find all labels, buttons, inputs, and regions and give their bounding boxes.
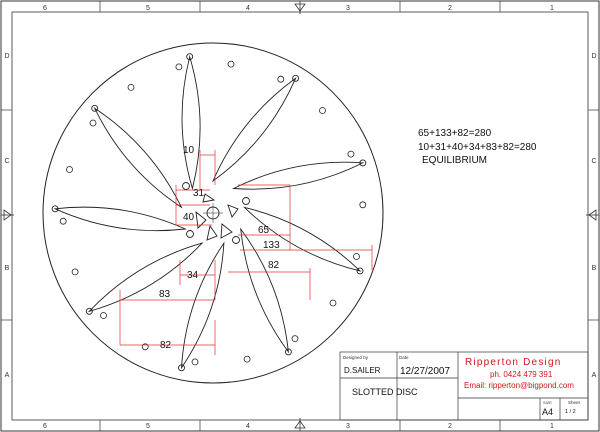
slot-tip-hole [178,364,185,372]
dim-label-65: 65 [258,225,270,236]
company-name: Ripperton Design [465,357,561,368]
rim-hole [291,335,299,343]
hub-cutout [206,224,218,241]
slot-tip-hole [91,104,99,112]
slot-tip-hole [85,307,93,315]
hub [182,182,250,244]
rim-hole [175,63,183,71]
col-label-4-bottom: 4 [246,423,250,430]
row-label-a-left: A [5,372,10,379]
col-label-2-bottom: 2 [448,423,452,430]
row-label-d-right: D [591,53,596,60]
row-label-d-left: D [4,53,9,60]
rim-hole [100,312,107,319]
slot-tip-hole [186,53,194,61]
slot-cutout [53,206,187,232]
row-label-a-right: A [592,372,597,379]
slot-tip-hole [292,74,300,82]
rim-hole [191,358,199,366]
slot-cutout [243,206,362,272]
slot-cutout [231,161,365,190]
rim-hole [243,355,251,363]
zone-labels: 6 5 4 3 2 1 6 5 4 3 2 1 D C B A D C B A [4,5,596,430]
note-line-1: 65+133+82=280 [418,128,492,139]
size-label: SIZE [543,400,552,405]
col-label-2-top: 2 [448,5,452,12]
disc-outline [42,42,384,384]
rim-hole [227,60,235,68]
company-email: Email: ripperton@bigpond.com [464,381,574,390]
drawing-title: SLOTTED DISC [352,387,418,397]
sheet-value: 1 / 2 [565,409,576,415]
date-label: Date [399,355,409,360]
dim-label-133: 133 [263,240,280,251]
slots-group [51,53,367,372]
dim-label-83: 83 [159,289,171,300]
dimension-lines [119,150,373,355]
note-line-2: 10+31+40+34+83+82=280 [418,142,537,153]
dim-label-10: 10 [183,145,195,156]
rim-hole [71,268,79,276]
dim-label-82-right: 82 [268,260,280,271]
hub-cutout [227,204,239,218]
rim-hole [359,201,367,209]
col-label-6-bottom: 6 [43,423,47,430]
col-label-5-bottom: 5 [146,423,150,430]
title-block [339,351,589,421]
dim-label-34: 34 [187,270,199,281]
col-label-4-top: 4 [246,5,250,12]
rim-holes-group [59,60,367,366]
col-label-5-top: 5 [146,5,150,12]
row-label-b-right: B [592,265,597,272]
hub-cutout [202,193,216,203]
rim-hole [319,107,326,114]
slot-cutout [181,54,201,191]
hub-cutout [195,210,207,229]
rim-hole [141,343,149,351]
designed-by-value: D.SAILER [344,366,381,375]
row-label-c-right: C [591,158,596,165]
slot-tip-hole [284,348,292,356]
dim-label-40: 40 [183,212,195,223]
rim-hole [329,299,337,307]
designed-by-label: Designed by [343,355,369,360]
hub-cutout [220,223,233,239]
slot-cutout [93,107,183,209]
rim-hole [277,75,285,83]
rim-hole [89,119,97,127]
size-value: A4 [542,407,553,417]
company-phone: ph. 0424 479 391 [490,370,553,379]
slot-cutout [87,242,204,313]
slot-cutout [211,76,297,183]
slot-cutout [180,241,225,370]
rim-hole [127,84,135,91]
slot-tip-hole [51,205,59,213]
row-label-b-left: B [5,265,10,272]
col-label-6-top: 6 [43,5,47,12]
row-label-c-left: C [4,158,9,165]
note-line-3: EQUILIBRIUM [422,155,487,166]
dim-label-31: 31 [193,188,205,199]
slot-tip-hole [359,159,367,167]
slot-cutout [240,227,290,354]
col-label-1-top: 1 [550,5,554,12]
rim-hole [59,217,67,225]
rim-hole [347,150,355,158]
date-value: 12/27/2007 [400,366,450,377]
col-label-3-top: 3 [346,5,350,12]
col-label-3-bottom: 3 [346,423,350,430]
slot-tip-hole [356,267,364,275]
sheet-label: Sheet [568,400,581,405]
col-label-1-bottom: 1 [550,423,554,430]
dim-label-82-bottom: 82 [160,340,172,351]
rim-hole [353,253,360,260]
rim-hole [66,166,73,173]
